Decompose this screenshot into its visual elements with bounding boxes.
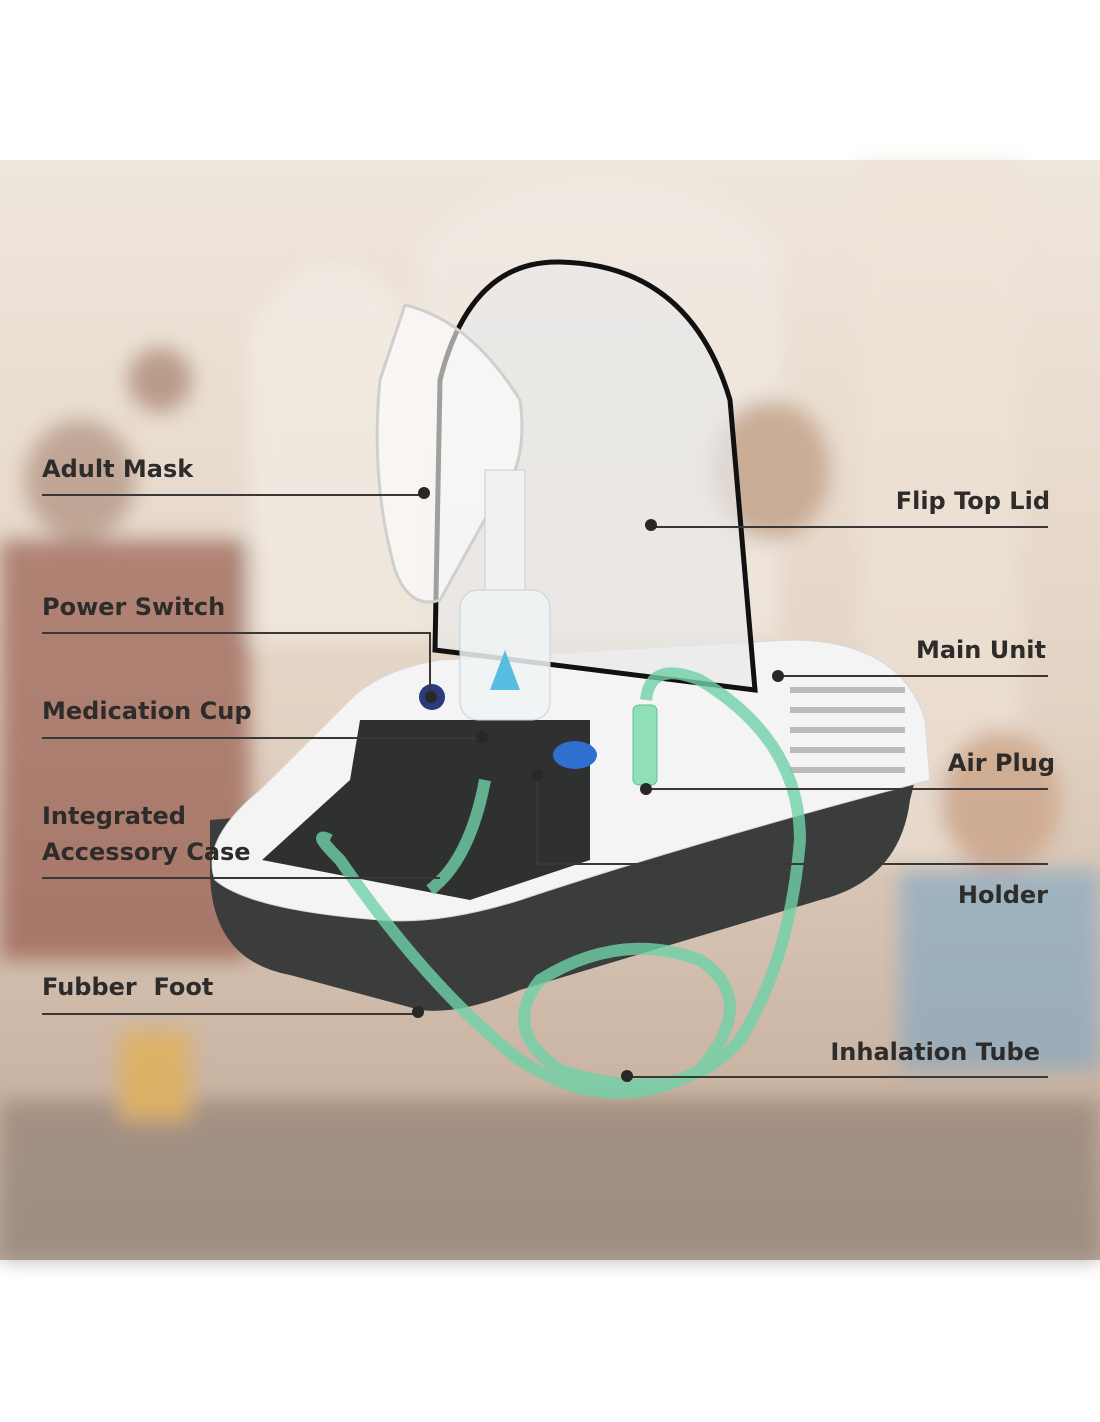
label-inhalation-tube: Inhalation Tube: [830, 1038, 1040, 1066]
air-plug: [632, 704, 658, 786]
label-flip-top-lid: Flip Top Lid: [896, 487, 1050, 515]
label-accessory-case: Accessory Case: [42, 838, 251, 866]
accessory-case: [262, 720, 590, 900]
label-power-switch: Power Switch: [42, 593, 225, 621]
label-integrated: Integrated: [42, 802, 186, 830]
label-medication-cup: Medication Cup: [42, 697, 252, 725]
inhalation-tube-dot: [621, 1070, 633, 1082]
labels: Adult Mask Flip Top Lid Power Switch Mai…: [42, 455, 1055, 1066]
nebulizer-illustration: [210, 259, 931, 1099]
label-adult-mask: Adult Mask: [42, 455, 194, 483]
filter-cap: [553, 741, 597, 769]
label-main-unit: Main Unit: [916, 636, 1046, 664]
label-rubber-foot: Fubber Foot: [42, 973, 213, 1001]
vents: [790, 687, 905, 773]
main-unit-dot: [772, 670, 784, 682]
air-plug-dot: [640, 783, 652, 795]
rubber-foot-dot: [412, 1006, 424, 1018]
label-holder: Holder: [958, 881, 1048, 909]
power-switch-dot: [425, 691, 437, 703]
adult-mask-dot: [418, 487, 430, 499]
label-air-plug: Air Plug: [948, 749, 1055, 777]
medication-cup-dot: [476, 731, 488, 743]
callouts: [42, 487, 1048, 1082]
holder-leader: [536, 775, 1048, 865]
flip-top-lid-dot: [645, 519, 657, 531]
power-switch-leader: [42, 632, 431, 697]
holder-dot: [531, 769, 543, 781]
inhalation-tube: [316, 667, 807, 1099]
